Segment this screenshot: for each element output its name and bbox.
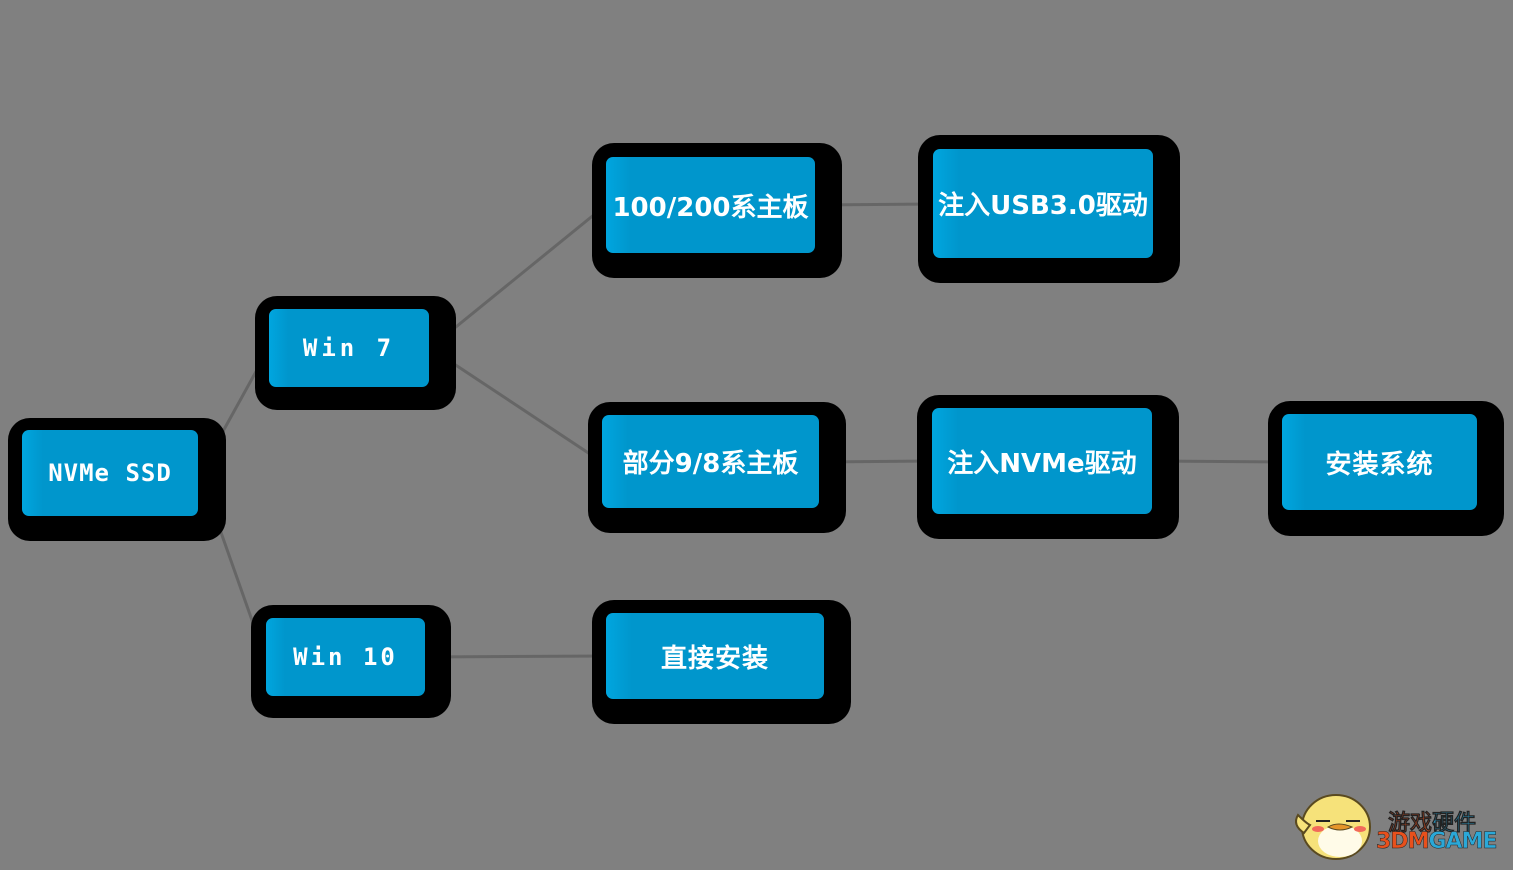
- watermark-line1: 游戏硬件: [1388, 811, 1477, 837]
- node-win10: Win 10: [266, 618, 425, 696]
- node-board-100-200: 100/200系主板: [606, 157, 815, 253]
- chick-mascot-icon: [1295, 794, 1371, 860]
- node-win7: Win 7: [269, 309, 429, 387]
- link-win7-board98: [429, 346, 603, 464]
- node-inject-nvme: 注入NVMe驱动: [932, 408, 1152, 514]
- link-win10-direct: [424, 654, 607, 659]
- node-direct-install: 直接安装: [606, 613, 824, 699]
- 3dmgame-watermark-logo: 游戏硬件 3DMGAME: [1290, 785, 1500, 865]
- node-nvme-ssd: NVMe SSD: [22, 430, 198, 516]
- node-install-system: 安装系统: [1282, 414, 1477, 510]
- node-board-9-8: 部分9/8系主板: [602, 415, 819, 508]
- watermark-line2: 3DMGAME: [1376, 829, 1498, 855]
- node-inject-usb3: 注入USB3.0驱动: [933, 149, 1153, 258]
- link-win7-board100: [429, 203, 607, 350]
